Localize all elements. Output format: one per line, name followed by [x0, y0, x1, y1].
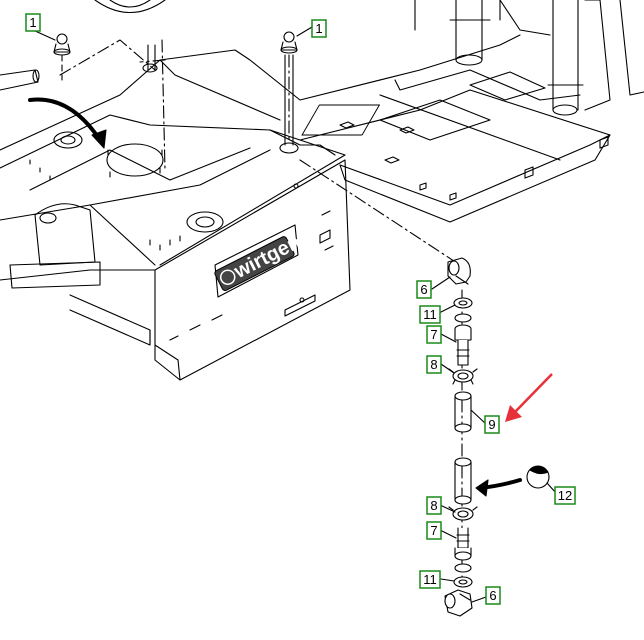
- callout-number: 6: [489, 588, 496, 603]
- top-eyebolt: [94, 0, 166, 13]
- hose-upper: [454, 391, 472, 433]
- callout-box: [419, 305, 441, 324]
- machine-frame: [0, 34, 521, 381]
- black-arrow-hose-head: [475, 479, 489, 497]
- callout-c6a: 6: [416, 280, 432, 299]
- callout-c9: 9: [484, 415, 500, 434]
- callout-number: 11: [423, 572, 437, 587]
- hose-nipple-top: [454, 324, 472, 366]
- callout-c12: 12: [554, 486, 576, 505]
- callout-number: 12: [558, 488, 572, 503]
- callout-box: [485, 586, 501, 605]
- hose-pin: [0, 69, 40, 91]
- elbow-fitting-bottom: [444, 589, 473, 617]
- callout-box: [25, 13, 41, 32]
- hose-clamp-bottom: [448, 506, 478, 521]
- hose-nipple-bottom: [454, 527, 472, 561]
- callout-box: [484, 415, 500, 434]
- leader-lines: [32, 26, 557, 603]
- callout-c11b: 11: [419, 570, 441, 589]
- lifting-eye-left: [53, 33, 71, 81]
- red-highlight-arrow: [505, 373, 553, 422]
- callout-number: 6: [420, 282, 427, 297]
- callout-box: [426, 521, 442, 540]
- callout-c1a: 1: [25, 13, 41, 32]
- callout-number: 1: [315, 21, 322, 36]
- callout-box: [426, 496, 442, 515]
- callout-number: 7: [430, 327, 437, 342]
- callout-box: [419, 570, 441, 589]
- grease-ball-12: [526, 465, 550, 489]
- hose-lower: [454, 457, 472, 505]
- hose-clamp-top: [448, 368, 478, 385]
- black-arrow-left-head: [91, 129, 107, 149]
- callout-number: 8: [430, 357, 437, 372]
- callout-box: [426, 355, 442, 374]
- callout-c7b: 7: [426, 521, 442, 540]
- callout-box: [426, 325, 442, 344]
- callout-box: [416, 280, 432, 299]
- black-arrow-left: [28, 97, 102, 142]
- callout-c7a: 7: [426, 325, 442, 344]
- callout-box: [554, 486, 576, 505]
- wirtgen-logo: wirtgen: [214, 231, 304, 292]
- callout-c6b: 6: [485, 586, 501, 605]
- lifting-eye-right: [280, 31, 298, 54]
- callout-number: 9: [488, 417, 495, 432]
- callout-number: 1: [29, 15, 36, 30]
- rear-frame: [299, 0, 644, 223]
- callout-c8b: 8: [426, 496, 442, 515]
- callout-number: 11: [423, 307, 437, 322]
- washer-top: [453, 297, 473, 323]
- callout-box: [311, 19, 327, 38]
- callout-c8a: 8: [426, 355, 442, 374]
- callout-c1b: 1: [311, 19, 327, 38]
- washer-bottom: [453, 563, 473, 588]
- callout-number: 7: [430, 523, 437, 538]
- callout-c11a: 11: [419, 305, 441, 324]
- elbow-fitting-top: [447, 257, 471, 285]
- centre-lines: [59, 39, 463, 581]
- callout-number: 8: [430, 498, 437, 513]
